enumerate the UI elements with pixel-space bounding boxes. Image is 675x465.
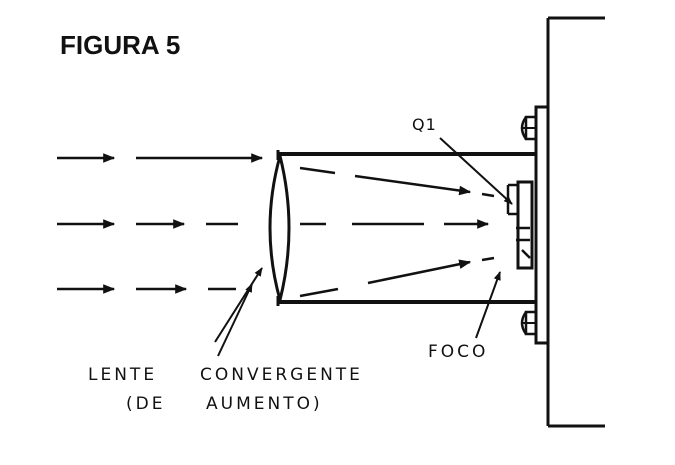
leader-q1	[439, 137, 513, 205]
convergent-lens	[268, 155, 291, 301]
leader-lens-right	[217, 283, 253, 357]
label-lens-line1-a: LENTE	[88, 365, 157, 385]
label-q1: Q1	[412, 115, 437, 134]
refracted-ray-top	[299, 166, 495, 198]
label-lens-line2-b: AUMENTO)	[206, 394, 323, 414]
label-focus: FOCO	[428, 342, 488, 362]
screw-top	[520, 115, 538, 141]
wall-panel	[546, 16, 605, 428]
leader-focus	[475, 271, 501, 339]
leader-lens-left	[214, 267, 263, 343]
tube	[276, 150, 536, 306]
sensor-q1	[506, 180, 534, 270]
refracted-ray-bottom	[299, 256, 495, 298]
label-lens-line1-b: CONVERGENTE	[200, 365, 363, 385]
figure-title: FIGURA 5	[60, 30, 180, 60]
mounting-plate	[534, 105, 550, 345]
screw-bottom	[520, 310, 538, 336]
label-lens-line2-a: (DE	[126, 394, 165, 414]
